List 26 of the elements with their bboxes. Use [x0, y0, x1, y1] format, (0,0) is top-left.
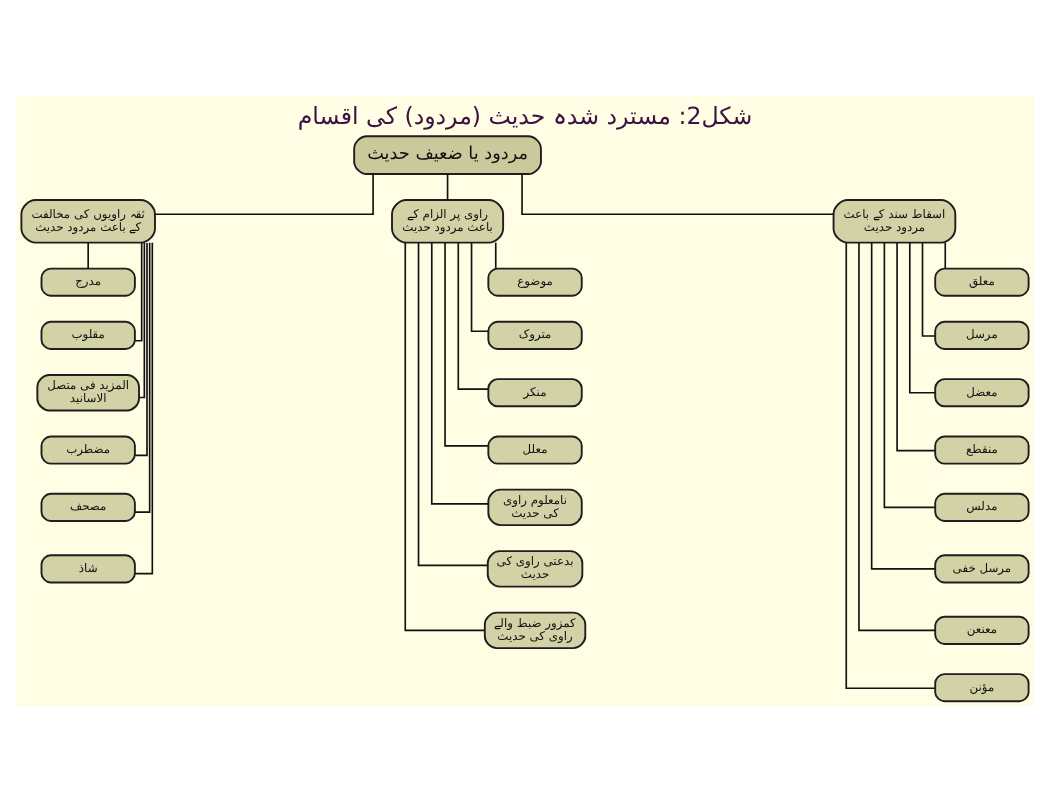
connector: [404, 240, 486, 631]
connector: [908, 240, 936, 393]
connector: [521, 172, 835, 215]
node-box: مردود یا ضعیف حدیث: [353, 134, 542, 174]
diagram-title: شکل2: مسترد شدہ حدیث (مردود) کی اقسام: [297, 101, 753, 130]
connector: [944, 240, 947, 269]
connector: [883, 241, 936, 508]
connector: [457, 241, 489, 389]
connector: [134, 241, 148, 456]
connector: [446, 172, 449, 200]
connector: [154, 172, 374, 215]
connector: [845, 241, 936, 689]
connector: [138, 241, 146, 398]
connector: [470, 241, 490, 332]
connector: [494, 240, 497, 269]
connector: [921, 241, 936, 336]
connector: [417, 241, 489, 566]
connector: [430, 241, 490, 504]
connector: [870, 241, 936, 569]
connector: [87, 240, 89, 269]
connector: [444, 241, 489, 446]
connector: [134, 240, 151, 512]
connector: [858, 240, 936, 631]
connector: [134, 240, 143, 341]
connector: [134, 241, 154, 574]
connector: [896, 241, 936, 451]
